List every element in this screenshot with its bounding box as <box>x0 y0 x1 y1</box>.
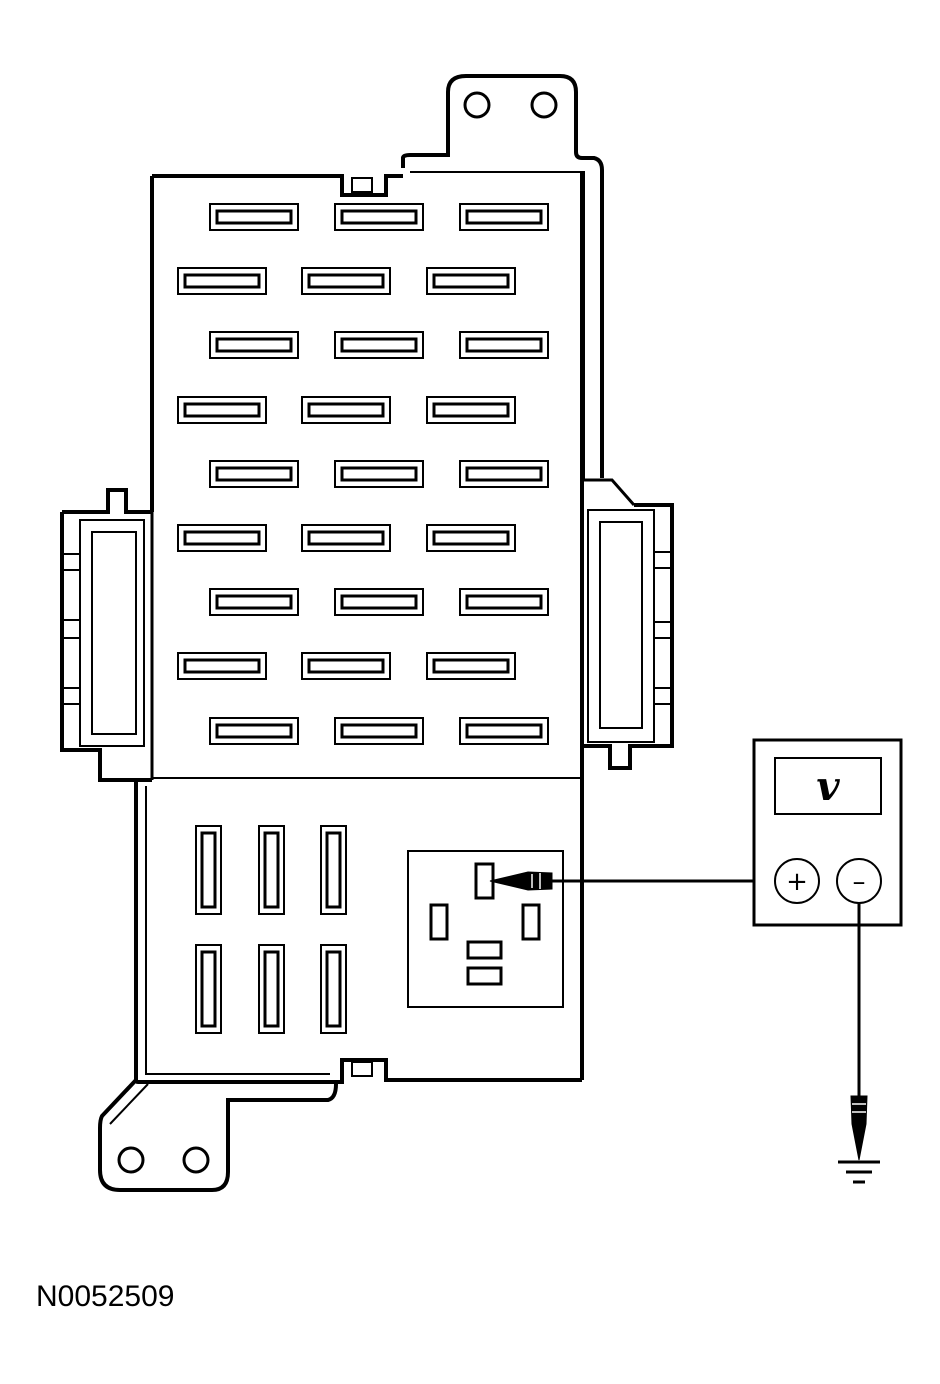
fuse-slot <box>301 652 391 680</box>
mounting-hole-icon <box>463 91 491 119</box>
fuse-slot <box>334 203 424 231</box>
fuse-slot <box>426 524 516 552</box>
fuse-slot-vertical <box>320 944 347 1034</box>
fuse-slot <box>209 460 299 488</box>
mounting-hole-icon <box>182 1146 210 1174</box>
fuse-slot <box>426 267 516 295</box>
bottom-mounting-bracket <box>98 1078 338 1192</box>
fuse-slot <box>426 396 516 424</box>
relay-terminal <box>429 903 449 941</box>
relay-terminal <box>466 966 503 986</box>
left-connector <box>60 488 152 782</box>
meter-display <box>774 757 882 815</box>
fuse-slot <box>209 203 299 231</box>
fuse-slot-vertical <box>320 825 347 915</box>
mounting-hole-icon <box>530 91 558 119</box>
relay-socket <box>407 850 564 1008</box>
lower-fuse-array <box>195 825 347 1034</box>
fuse-slot <box>209 588 299 616</box>
fuse-slot <box>177 652 267 680</box>
upper-fuse-array <box>177 203 549 745</box>
fuse-slot-vertical <box>258 825 285 915</box>
fuse-slot <box>301 524 391 552</box>
positive-test-lead <box>489 871 776 891</box>
fuse-slot <box>209 331 299 359</box>
fuse-slot <box>459 331 549 359</box>
fuse-slot <box>177 396 267 424</box>
fuse-slot <box>426 652 516 680</box>
mounting-hole-icon <box>117 1146 145 1174</box>
positive-terminal-symbol: + <box>786 867 808 897</box>
fuse-slot <box>334 460 424 488</box>
meter-display-symbol: v <box>816 763 840 810</box>
probe-tip-icon <box>489 871 553 891</box>
fuse-slot <box>334 717 424 745</box>
fuse-slot-vertical <box>195 825 222 915</box>
fuse-slot <box>177 267 267 295</box>
fuse-slot <box>301 396 391 424</box>
probe-tip-icon <box>850 1095 868 1161</box>
fuse-slot <box>459 588 549 616</box>
ground-symbol-icon <box>838 1160 880 1184</box>
fuse-slot-vertical <box>258 944 285 1034</box>
relay-terminal <box>466 940 503 960</box>
fuse-slot <box>459 203 549 231</box>
fuse-slot <box>177 524 267 552</box>
figure-id: N0052509 <box>36 1280 175 1313</box>
fuse-slot-vertical <box>195 944 222 1034</box>
fuse-slot <box>334 331 424 359</box>
fuse-slot <box>301 267 391 295</box>
fuse-slot <box>334 588 424 616</box>
right-connector <box>582 503 674 770</box>
voltmeter: v + – <box>752 738 903 927</box>
positive-terminal-icon <box>774 858 820 904</box>
relay-terminal <box>521 903 541 941</box>
negative-test-lead <box>850 903 868 1161</box>
fuse-slot <box>209 717 299 745</box>
negative-terminal-symbol: – <box>853 867 866 897</box>
fuse-slot <box>459 717 549 745</box>
fuse-slot <box>459 460 549 488</box>
